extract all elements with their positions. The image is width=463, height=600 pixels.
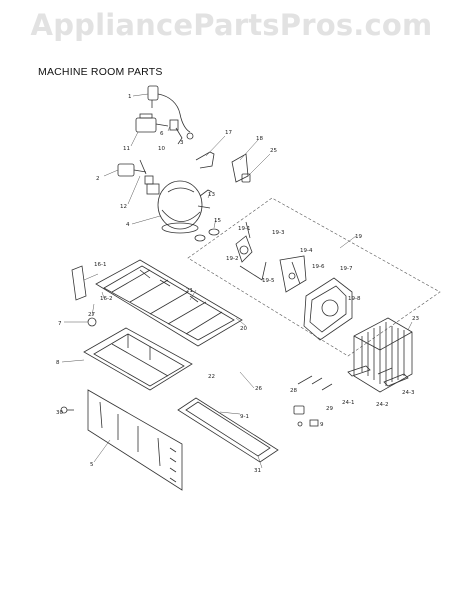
base-plate-part [95,259,243,347]
bracket-17-part [195,151,215,169]
callout-7: 7 [58,321,62,327]
callout-labels: 1 6 3 11 10 2 12 4 13 15 17 18 25 19 21 … [56,94,419,474]
bracket-18-part [231,153,249,183]
callout-13: 13 [208,192,215,198]
pipe-25-part [241,173,251,183]
power-cord-part [147,85,191,133]
rear-panel-part [87,389,183,491]
fan-assembly-boundary [187,197,441,357]
callout-12: 12 [120,204,127,210]
callout-18: 18 [256,136,263,142]
callout-19-1: 19-1 [238,226,250,232]
rubber-part [87,317,97,327]
callout-10: 10 [158,146,165,152]
drip-tray-part [177,397,279,463]
watermark-text: AppliancePartsPros.com [30,8,433,42]
callout-27: 27 [88,312,95,318]
callout-24-1: 24-1 [342,400,354,406]
callout-17: 17 [225,130,232,136]
callout-21: 21 [186,288,193,294]
diagram-title: MACHINE ROOM PARTS [38,66,163,78]
callout-3: 3 [180,140,184,146]
relay-small-part [175,127,194,145]
overload-relay-part [135,113,179,133]
clip-parts [297,375,333,391]
fan-blade-part [279,255,307,293]
callout-28: 28 [290,388,297,394]
capacitor-part [117,159,160,195]
callout-25: 25 [270,148,277,154]
callout-19-2: 19-2 [226,256,238,262]
cover-plate-part [83,327,193,391]
callout-1: 1 [128,94,132,100]
callout-19-3: 19-3 [272,230,285,236]
small-fastener-part [293,405,319,427]
callout-19: 19 [355,234,362,240]
callout-19-4: 19-4 [300,248,313,254]
callout-16-2: 16-2 [100,296,112,302]
callout-23: 23 [412,316,419,322]
callout-19-6: 19-6 [312,264,325,270]
callout-19-8: 19-8 [348,296,361,302]
callout-2: 2 [96,176,100,182]
callout-20: 20 [240,326,247,332]
callout-30: 30 [56,410,63,416]
callout-5: 5 [90,462,94,468]
callout-9-1: 9-1 [240,414,249,420]
compressor-part [157,180,213,234]
callout-26: 26 [255,386,262,392]
callout-9: 9 [320,422,324,428]
left-bracket-part [71,265,87,301]
callout-19-5: 19-5 [262,278,275,284]
grommet-part [194,228,220,242]
callout-24-3: 24-3 [402,390,415,396]
callout-22: 22 [208,374,215,380]
condenser-coil-part [353,317,413,393]
callout-6: 6 [160,131,164,137]
screw-30-part [60,406,74,414]
callout-24-2: 24-2 [376,402,388,408]
fan-motor-part [235,221,267,281]
drain-parts [347,365,409,387]
callout-15: 15 [214,218,221,224]
callout-11: 11 [123,146,130,152]
callout-16-1: 16-1 [94,262,106,268]
callout-19-7: 19-7 [340,266,353,272]
callout-31: 31 [254,468,261,474]
fan-shroud-part [303,277,353,341]
callout-8: 8 [56,360,60,366]
callout-4: 4 [126,222,130,228]
callout-29: 29 [326,406,333,412]
